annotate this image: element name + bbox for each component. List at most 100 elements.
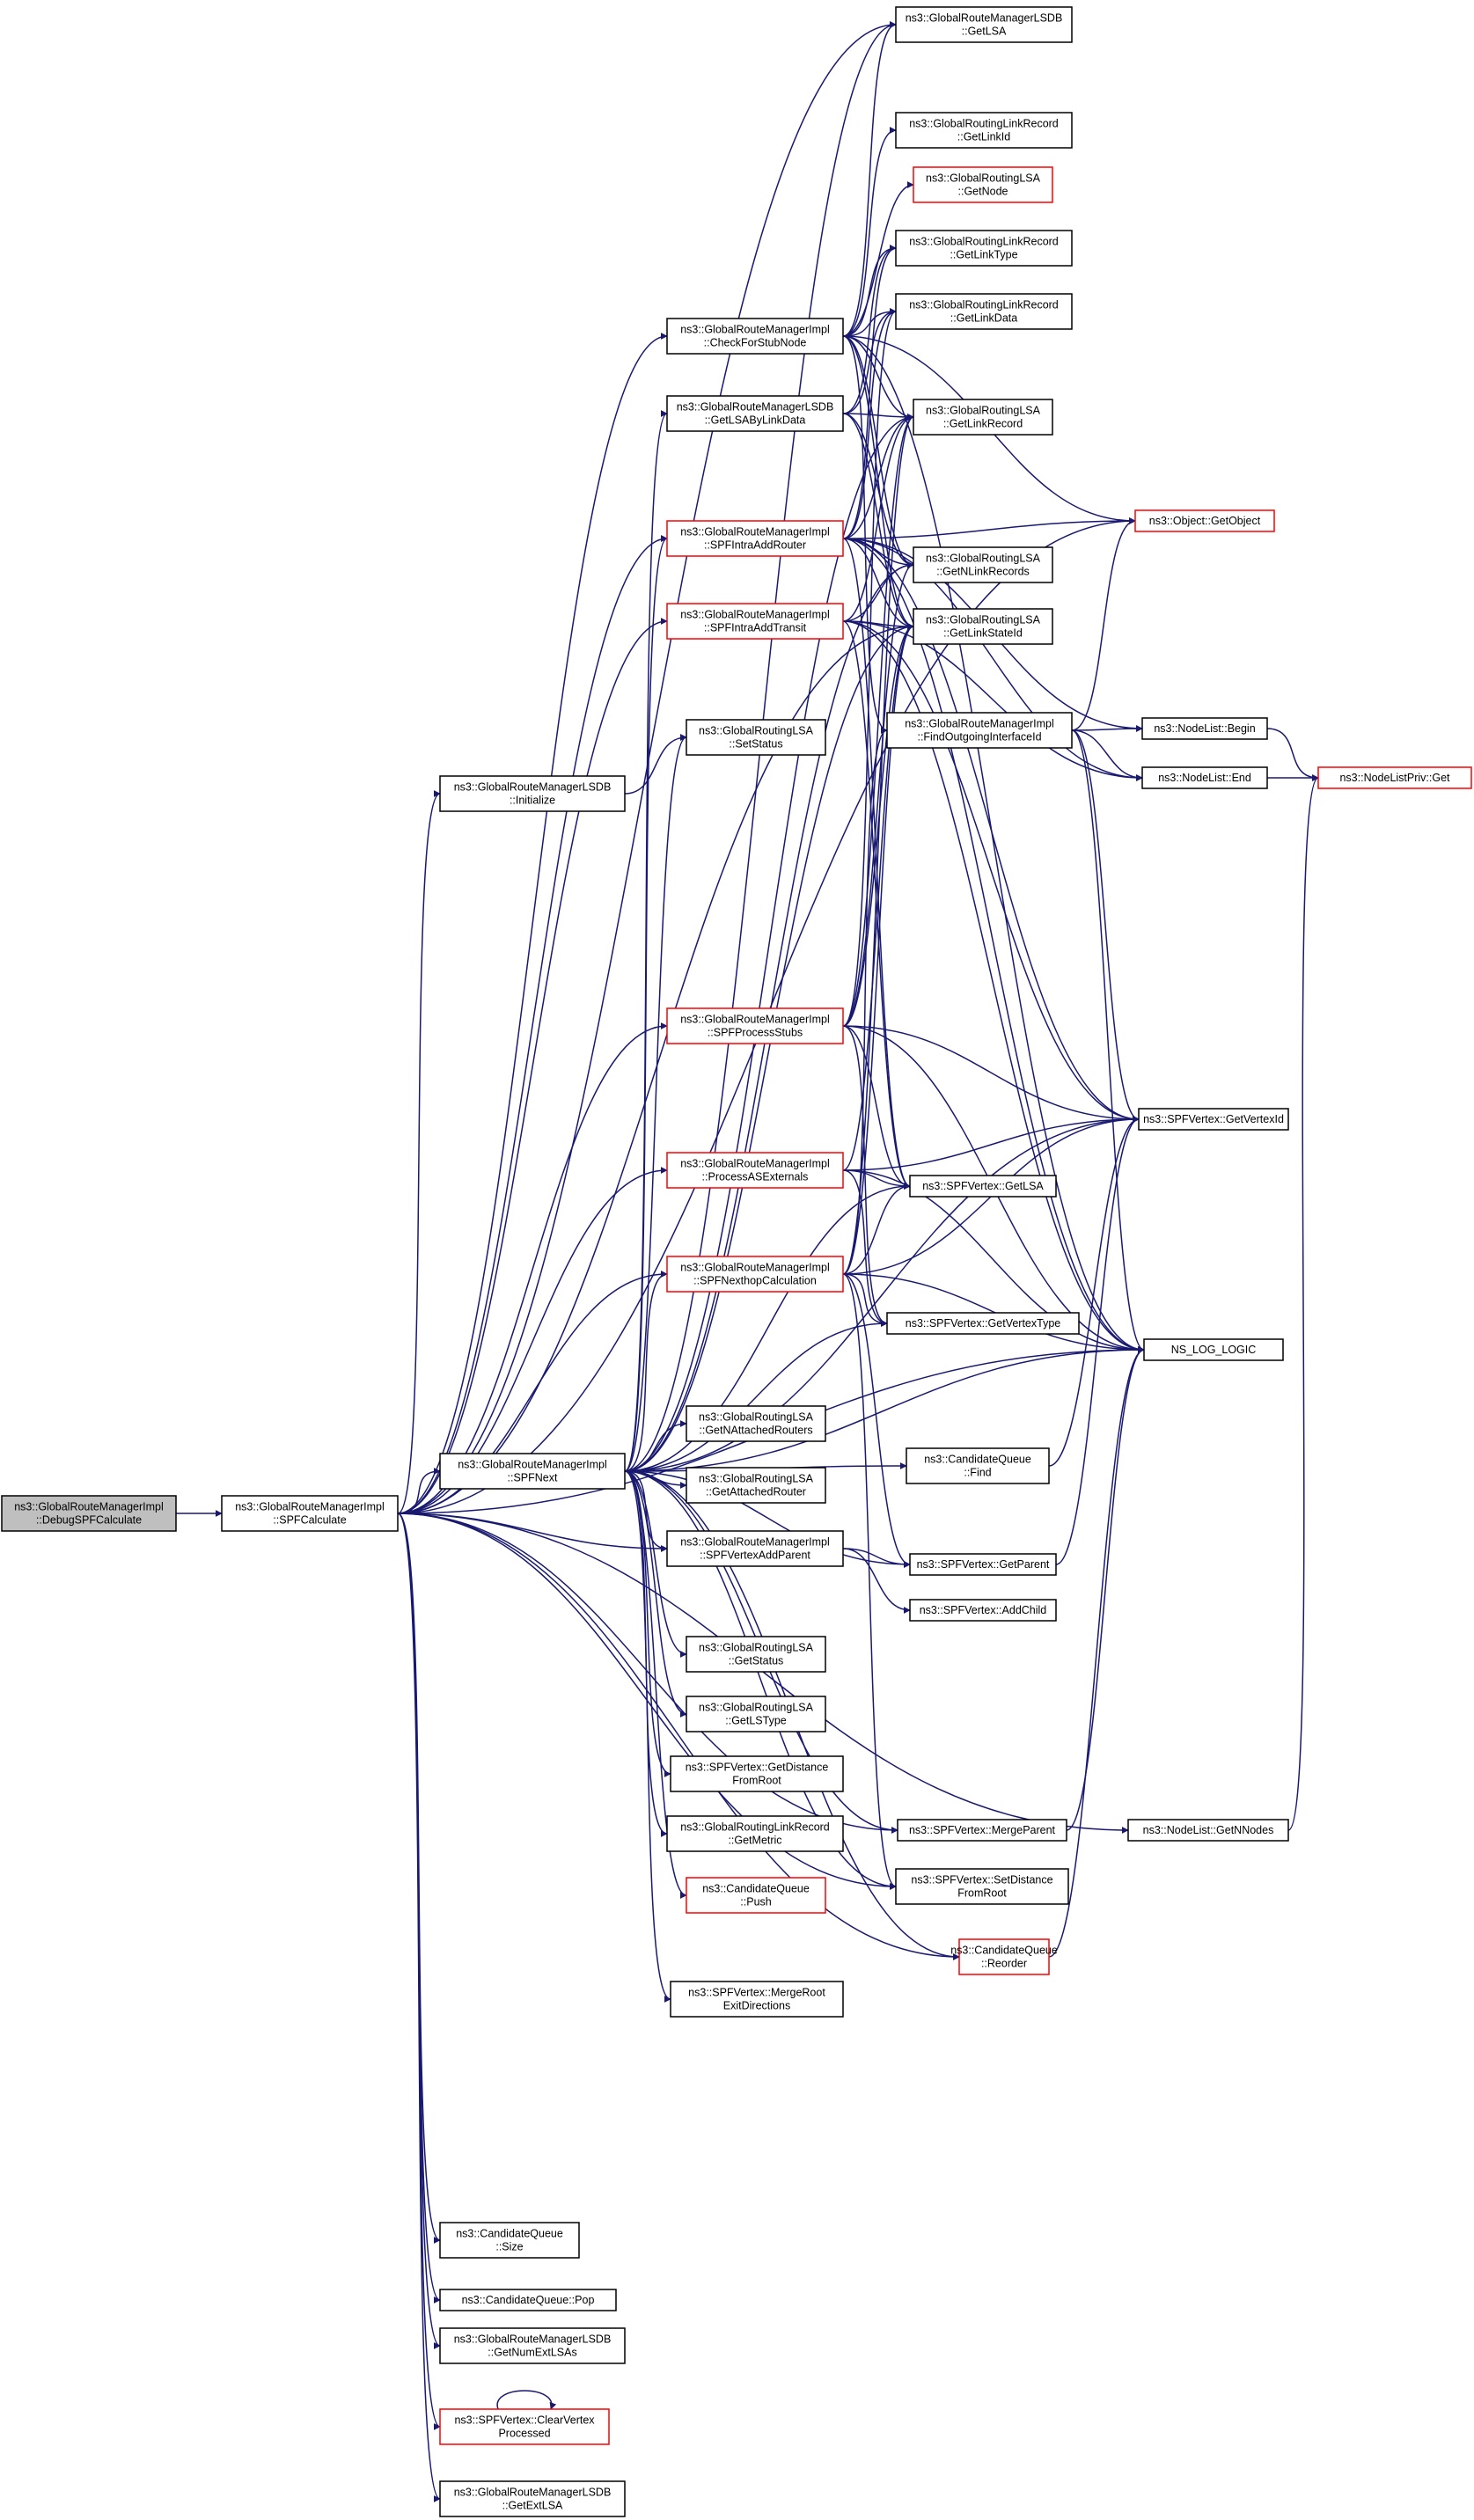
node-getlinkstateid[interactable]: ns3::GlobalRoutingLSA::GetLinkStateId — [913, 608, 1053, 645]
node-cqsize[interactable]: ns3::CandidateQueue::Size — [439, 2222, 580, 2259]
edge-intraaddrouter-to-getlinkrecord — [842, 414, 914, 539]
node-getvertexid[interactable]: ns3::SPFVertex::GetVertexId — [1138, 1108, 1289, 1131]
node-getlinkdata[interactable]: ns3::GlobalRoutingLinkRecord::GetLinkDat… — [895, 293, 1073, 330]
node-debug[interactable]: ns3::GlobalRouteManagerImpl::DebugSPFCal… — [1, 1495, 177, 1532]
node-getvertextype[interactable]: ns3::SPFVertex::GetVertexType — [886, 1312, 1080, 1335]
edge-spfcalc-to-mergeparent — [397, 1513, 898, 1834]
node-processstubs[interactable]: ns3::GlobalRouteManagerImpl::SPFProcessS… — [666, 1007, 844, 1044]
edge-findoutgoing-to-nlend — [1071, 729, 1143, 781]
node-box-nslog — [1143, 1338, 1284, 1361]
node-label-spfnext-0: ns3::GlobalRouteManagerImpl — [458, 1459, 607, 1471]
node-getextlsa[interactable]: ns3::GlobalRouteManagerLSDB::GetExtLSA — [439, 2480, 626, 2517]
node-getattached[interactable]: ns3::GlobalRoutingLSA::GetAttachedRouter — [686, 1467, 826, 1504]
node-cqreorder[interactable]: ns3::CandidateQueue::Reorder — [950, 1938, 1058, 1975]
node-label-nexthop-0: ns3::GlobalRouteManagerImpl — [680, 1262, 830, 1274]
node-getobject[interactable]: ns3::Object::GetObject — [1134, 509, 1275, 532]
node-label-getlinktype-0: ns3::GlobalRoutingLinkRecord — [909, 236, 1059, 248]
node-spfnext[interactable]: ns3::GlobalRouteManagerImpl::SPFNext — [439, 1453, 626, 1490]
node-getnnodes[interactable]: ns3::NodeList::GetNNodes — [1127, 1819, 1289, 1842]
node-getnumext[interactable]: ns3::GlobalRouteManagerLSDB::GetNumExtLS… — [439, 2327, 626, 2364]
node-getlsabylink[interactable]: ns3::GlobalRouteManagerLSDB::GetLSAByLin… — [666, 395, 844, 432]
edge-intraaddtransit-to-getnlinkrecords — [842, 561, 914, 622]
node-label-debug-0: ns3::GlobalRouteManagerImpl — [14, 1501, 164, 1513]
node-cqpop[interactable]: ns3::CandidateQueue::Pop — [439, 2289, 617, 2311]
node-label-cqfind-1: ::Find — [964, 1467, 991, 1479]
node-label-getlinkstateid-0: ns3::GlobalRoutingLSA — [926, 614, 1041, 626]
edge-spfnext-to-getvertexid — [624, 1116, 1140, 1472]
node-cqpush[interactable]: ns3::CandidateQueue::Push — [686, 1877, 826, 1914]
node-intraaddtransit[interactable]: ns3::GlobalRouteManagerImpl::SPFIntraAdd… — [666, 603, 844, 640]
node-getmetric[interactable]: ns3::GlobalRoutingLinkRecord::GetMetric — [666, 1815, 844, 1852]
edge-intraaddrouter-to-getlinkstateid — [842, 538, 914, 630]
node-cqfind[interactable]: ns3::CandidateQueue::Find — [906, 1447, 1050, 1484]
node-box-getlinkdata — [895, 293, 1073, 330]
node-getstatus[interactable]: ns3::GlobalRoutingLSA::GetStatus — [686, 1636, 826, 1673]
node-nlend[interactable]: ns3::NodeList::End — [1141, 766, 1268, 789]
node-box-addchild — [909, 1599, 1057, 1622]
node-getnode[interactable]: ns3::GlobalRoutingLSA::GetNode — [913, 166, 1053, 203]
edge-spfnext-to-getdistance — [624, 1470, 671, 1777]
edge-processstubs-to-getlinkdata — [842, 308, 897, 1027]
node-box-initialize — [439, 775, 626, 812]
node-label-checkstub-0: ns3::GlobalRouteManagerImpl — [680, 324, 830, 336]
node-box-nexthop — [666, 1256, 844, 1293]
node-getlsa_db[interactable]: ns3::GlobalRouteManagerLSDB::GetLSA — [895, 6, 1073, 43]
edge-vertexaddparent-to-addchild — [842, 1548, 911, 1614]
edge-spfcalc-to-processase — [397, 1167, 668, 1514]
node-checkstub[interactable]: ns3::GlobalRouteManagerImpl::CheckForStu… — [666, 318, 844, 355]
node-getlinktype[interactable]: ns3::GlobalRoutingLinkRecord::GetLinkTyp… — [895, 230, 1073, 267]
node-box-getvertextype — [886, 1312, 1080, 1335]
node-getlstype[interactable]: ns3::GlobalRoutingLSA::GetLSType — [686, 1696, 826, 1732]
node-label-cqfind-0: ns3::CandidateQueue — [924, 1454, 1031, 1466]
node-label-initialize-1: ::Initialize — [510, 795, 555, 807]
node-findoutgoing[interactable]: ns3::GlobalRouteManagerImpl::FindOutgoin… — [886, 712, 1073, 749]
node-label-cqpush-0: ns3::CandidateQueue — [702, 1883, 810, 1895]
node-getlinkrecord[interactable]: ns3::GlobalRoutingLSA::GetLinkRecord — [913, 399, 1053, 436]
node-setstatus[interactable]: ns3::GlobalRoutingLSA::SetStatus — [686, 719, 826, 756]
edge-spfnext-to-intraaddrouter — [624, 535, 668, 1472]
edge-nlbegin-to-nlprivget — [1266, 728, 1319, 781]
edge-getparent-to-getvertexid — [1055, 1116, 1140, 1565]
node-getlinkid[interactable]: ns3::GlobalRoutingLinkRecord::GetLinkId — [895, 112, 1073, 149]
node-intraaddrouter[interactable]: ns3::GlobalRouteManagerImpl::SPFIntraAdd… — [666, 520, 844, 557]
node-label-cqreorder-0: ns3::CandidateQueue — [950, 1945, 1058, 1957]
node-addchild[interactable]: ns3::SPFVertex::AddChild — [909, 1599, 1057, 1622]
node-nexthop[interactable]: ns3::GlobalRouteManagerImpl::SPFNexthopC… — [666, 1256, 844, 1293]
edge-nexthop-to-getlinkstateid — [842, 623, 914, 1275]
edge-nexthop-to-vgetlsa — [842, 1183, 911, 1275]
node-vgetlsa[interactable]: ns3::SPFVertex::GetLSA — [909, 1175, 1057, 1198]
node-getnlinkrecords[interactable]: ns3::GlobalRoutingLSA::GetNLinkRecords — [913, 546, 1053, 583]
node-box-setstatus — [686, 719, 826, 756]
node-box-nlbegin — [1141, 717, 1268, 740]
edge-nexthop-to-getparent — [842, 1273, 911, 1568]
edge-intraaddtransit-to-vgetlsa — [842, 620, 911, 1190]
node-mergeparent[interactable]: ns3::SPFVertex::MergeParent — [897, 1819, 1067, 1842]
node-nslog[interactable]: NS_LOG_LOGIC — [1143, 1338, 1284, 1361]
edge-findoutgoing-to-nlbegin — [1071, 725, 1143, 733]
node-spfcalc[interactable]: ns3::GlobalRouteManagerImpl::SPFCalculat… — [221, 1495, 399, 1532]
node-label-cqpush-1: ::Push — [740, 1896, 771, 1908]
edge-mergeparent-to-nslog — [1066, 1346, 1145, 1831]
node-vertexaddparent[interactable]: ns3::GlobalRouteManagerImpl::SPFVertexAd… — [666, 1530, 844, 1567]
edge-intraaddrouter-to-getlinkdata — [842, 308, 897, 539]
edge-nexthop-to-setdistance — [842, 1273, 897, 1890]
node-nlbegin[interactable]: ns3::NodeList::Begin — [1141, 717, 1268, 740]
edge-processstubs-to-getlinkstateid — [842, 623, 914, 1027]
node-initialize[interactable]: ns3::GlobalRouteManagerLSDB::Initialize — [439, 775, 626, 812]
node-getparent[interactable]: ns3::SPFVertex::GetParent — [909, 1553, 1057, 1576]
node-label-getparent-0: ns3::SPFVertex::GetParent — [917, 1558, 1050, 1571]
node-processase[interactable]: ns3::GlobalRouteManagerImpl::ProcessASEx… — [666, 1152, 844, 1189]
node-label-intraaddtransit-0: ns3::GlobalRouteManagerImpl — [680, 609, 830, 621]
node-nlprivget[interactable]: ns3::NodeListPriv::Get — [1317, 766, 1472, 789]
node-label-processstubs-1: ::SPFProcessStubs — [708, 1027, 803, 1039]
edge-findoutgoing-to-getvertexid — [1071, 729, 1140, 1123]
edge-spfcalc-to-initialize — [397, 790, 441, 1514]
edge-intraaddrouter-to-getlinktype — [842, 245, 897, 539]
node-getnattached[interactable]: ns3::GlobalRoutingLSA::GetNAttachedRoute… — [686, 1405, 826, 1442]
node-label-initialize-0: ns3::GlobalRouteManagerLSDB — [454, 781, 612, 794]
